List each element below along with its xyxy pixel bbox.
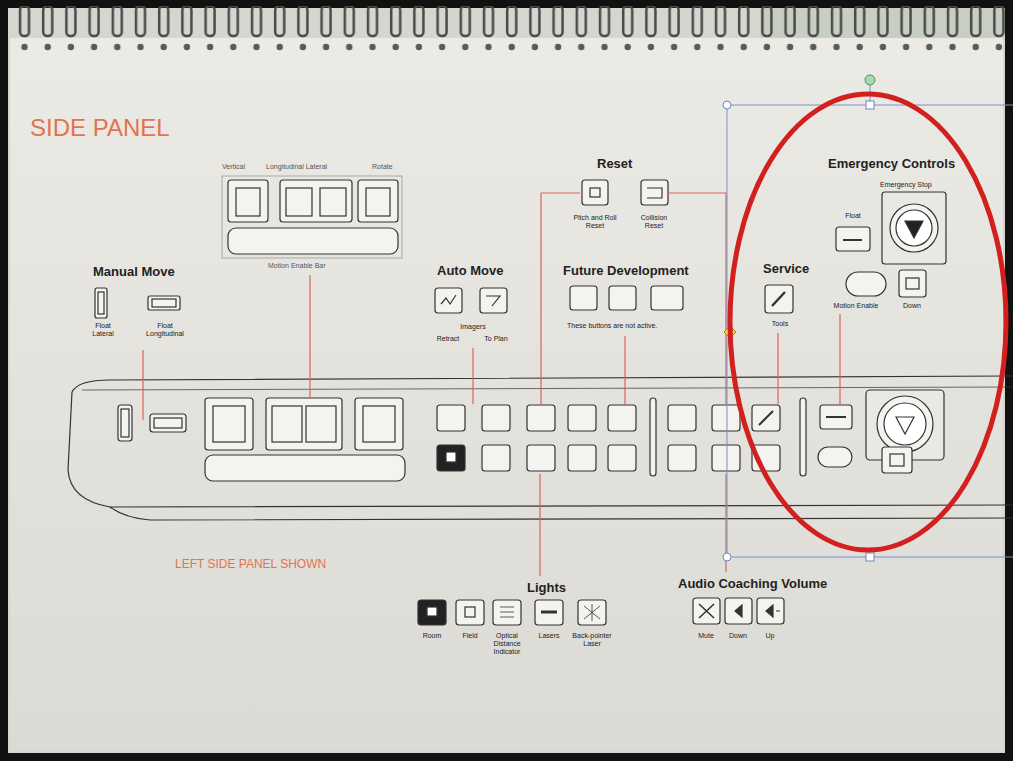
part-label: Down xyxy=(723,632,753,640)
part-label: Float Longitudinal xyxy=(140,322,190,338)
notebook-page xyxy=(10,38,1003,751)
part-label: Float xyxy=(833,212,873,220)
page-title: SIDE PANEL xyxy=(30,114,170,142)
part-label: Longitudinal Lateral xyxy=(266,163,327,171)
part-label: Imagers xyxy=(448,323,498,331)
part-label: To Plan xyxy=(481,335,511,343)
part-label: Pitch and Roll Reset xyxy=(570,214,620,230)
section-heading: Audio Coaching Volume xyxy=(678,577,827,592)
part-label: Retract xyxy=(433,335,463,343)
part-label: Emergency Stop xyxy=(880,181,932,189)
part-label: Up xyxy=(755,632,785,640)
part-label: LEFT SIDE PANEL SHOWN xyxy=(175,558,326,572)
part-label: Vertical xyxy=(222,163,245,171)
part-label: Back-pointer Laser xyxy=(572,632,612,648)
section-heading: Lights xyxy=(527,581,566,596)
part-label: Motion Enable Bar xyxy=(268,262,326,270)
part-label: Lasers xyxy=(532,632,566,640)
part-label: These buttons are not active. xyxy=(567,322,657,330)
section-heading: Service xyxy=(763,262,809,277)
part-label: Rotate xyxy=(372,163,393,171)
part-label: Tools xyxy=(760,320,800,328)
spiral-binding xyxy=(14,6,1006,62)
section-heading: Manual Move xyxy=(93,265,175,280)
part-label: Field xyxy=(453,632,487,640)
part-label: Down xyxy=(892,302,932,310)
highlight-ellipse xyxy=(730,94,1006,550)
photo-ground xyxy=(8,8,1005,753)
button-icons xyxy=(95,176,946,625)
section-heading: Emergency Controls xyxy=(828,157,955,172)
part-label: Room xyxy=(415,632,449,640)
section-heading: Reset xyxy=(597,157,632,172)
section-heading: Auto Move xyxy=(437,264,503,279)
part-label: Float Lateral xyxy=(85,322,121,338)
part-label: Collision Reset xyxy=(634,214,674,230)
part-label: Optical Distance Indicator xyxy=(487,632,527,656)
selection-box xyxy=(723,75,1013,561)
part-label: Mute xyxy=(691,632,721,640)
section-heading: Future Development xyxy=(563,264,689,279)
part-label: Motion Enable xyxy=(821,302,891,310)
panel-buttons xyxy=(118,390,944,481)
